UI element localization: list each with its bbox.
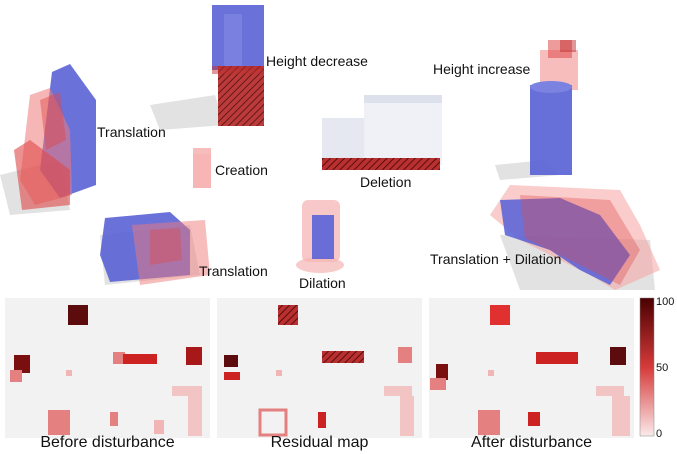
colorbar-tick-mid: 50 [656, 362, 669, 374]
colorbar [639, 297, 655, 437]
caption-before-disturbance: Before disturbance [40, 434, 175, 451]
label-creation: Creation [215, 162, 268, 178]
building-height-decrease [212, 5, 264, 126]
label-dilation: Dilation [299, 275, 346, 291]
building-translation-dilation [490, 185, 660, 290]
after-map-blobs [430, 305, 630, 436]
building-translation-bottom [100, 212, 210, 285]
building-height-increase [530, 40, 578, 175]
label-translation-2: Translation [199, 263, 268, 279]
caption-after-disturbance: After disturbance [471, 434, 592, 451]
label-translation-1: Translation [97, 124, 166, 140]
building-deletion [322, 95, 442, 170]
colorbar-tick-min: 0 [656, 428, 663, 440]
before-map-blobs [10, 305, 202, 436]
building-creation [193, 148, 211, 188]
building-dilation [296, 200, 344, 273]
label-deletion: Deletion [360, 174, 412, 190]
residual-map-blobs [224, 305, 414, 437]
label-height-decrease: Height decrease [266, 53, 368, 69]
building-translation-left [14, 64, 96, 210]
caption-residual-map: Residual map [270, 434, 369, 451]
panel-before-bg [5, 298, 210, 438]
label-translation-dilation: Translation + Dilation [430, 251, 562, 267]
colorbar-tick-max: 100 [656, 296, 675, 308]
label-height-increase: Height increase [433, 61, 531, 77]
